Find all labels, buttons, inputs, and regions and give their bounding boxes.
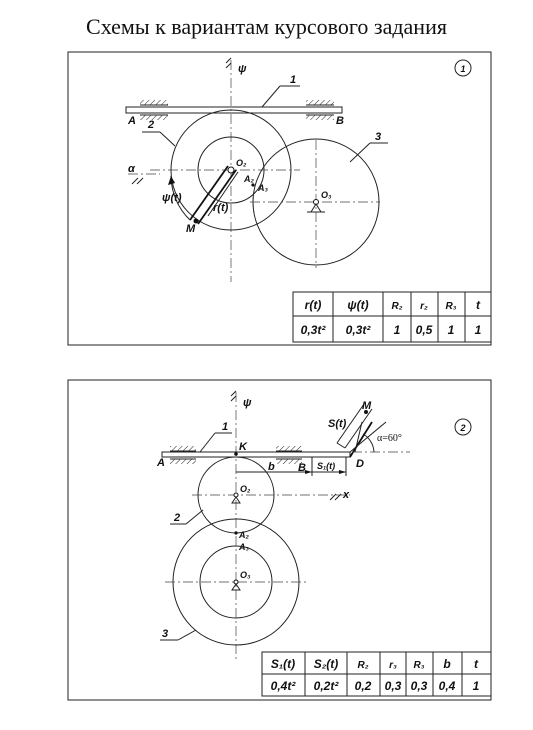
variant-1-number: 1 — [460, 64, 465, 74]
arm-slot-left — [189, 165, 229, 221]
table-1-header-3: r₂ — [420, 301, 428, 312]
point-a2-label: A₂ — [243, 174, 254, 184]
rod-ab — [125, 106, 343, 114]
point-b-label: B — [336, 115, 344, 127]
point-b-2-label: B — [298, 462, 306, 474]
rod-ad — [161, 451, 351, 458]
leader-1-label: 1 — [290, 74, 296, 86]
table-1-value-1: 0,3t² — [346, 323, 372, 337]
table-1-value-0: 0,3t² — [301, 323, 327, 337]
table-1-header-5: t — [476, 298, 481, 312]
table-2-header-1: S₂(t) — [314, 657, 339, 671]
point-m — [193, 218, 199, 224]
leader-3-label: 3 — [375, 131, 381, 143]
point-a3-label: A₃ — [257, 183, 268, 193]
s-t-label: S(t) — [328, 418, 347, 430]
table-1-value-5: 1 — [475, 323, 482, 337]
variant-1-table: r(t) ψ(t) R₂ r₂ R₃ t 0,3t² 0,3t² 1 0,5 1… — [292, 291, 492, 343]
r-t-label: r(t) — [213, 202, 229, 214]
variant-2-number: 2 — [459, 423, 465, 433]
center-o2-v2-label: O₂ — [240, 484, 251, 494]
variant-2-frame — [67, 379, 492, 701]
point-a2-v2-label: A₂ — [238, 530, 249, 540]
table-2-header-4: R₃ — [413, 660, 424, 671]
leader-2-v2-label: 2 — [173, 512, 180, 524]
psi-t-label: ψ(t) — [162, 192, 182, 204]
center-o2-label: O₂ — [236, 158, 247, 168]
axis-x-label: x — [342, 489, 350, 501]
leader-1-2-label: 1 — [222, 421, 228, 433]
wheel-3-v2-inner — [199, 545, 273, 619]
psi-axis-label: ψ — [238, 63, 247, 75]
point-m-label: M — [186, 223, 196, 235]
arm-slot-right — [197, 169, 237, 225]
variant-1-scheme: ψ A B 1 2 α O₂ M — [67, 51, 492, 346]
table-2-value-0: 0,4t² — [271, 679, 297, 693]
table-2-value-1: 0,2t² — [314, 679, 340, 693]
s1-t-label: S₁(t) — [317, 461, 335, 471]
table-1-value-2: 1 — [394, 323, 401, 337]
leader-2-label: 2 — [147, 119, 154, 131]
table-1-header-4: R₃ — [445, 301, 456, 312]
table-2-value-6: 1 — [473, 679, 480, 693]
table-2-value-5: 0,4 — [439, 679, 456, 693]
point-d-label: D — [356, 458, 364, 470]
dim-b-label: b — [268, 461, 275, 473]
center-o3-label: O₃ — [321, 190, 332, 200]
point-a-label: A — [127, 115, 136, 127]
psi-axis-2-label: ψ — [243, 397, 252, 409]
center-o3-v2-label: O₃ — [240, 570, 251, 580]
center-o2 — [227, 166, 235, 174]
table-2-value-4: 0,3 — [411, 679, 428, 693]
table-1-value-4: 1 — [448, 323, 455, 337]
table-1-header-1: ψ(t) — [347, 298, 368, 312]
table-2-header-0: S₁(t) — [271, 657, 295, 671]
table-1-header-0: r(t) — [305, 298, 322, 312]
variant-2-number-circle — [454, 418, 472, 436]
table-2-header-5: b — [443, 657, 450, 671]
table-2-value-2: 0,2 — [355, 679, 372, 693]
variant-1-number-circle — [454, 59, 472, 77]
point-m-2-label: M — [362, 400, 372, 412]
point-k-label: K — [239, 441, 248, 453]
leader-3-v2-label: 3 — [162, 628, 168, 640]
variant-2-table: S₁(t) S₂(t) R₂ r₃ R₃ b t 0,4t² 0,2t² 0,2… — [261, 651, 492, 697]
table-2-value-3: 0,3 — [385, 679, 402, 693]
table-2-header-2: R₂ — [357, 660, 368, 671]
table-2-header-6: t — [474, 657, 479, 671]
point-a-2-label: A — [156, 457, 165, 469]
table-1-header-2: R₂ — [391, 301, 402, 312]
table-1-value-3: 0,5 — [416, 323, 433, 337]
page-title: Схемы к вариантам курсового задания — [86, 14, 447, 39]
alpha-axis-label: α — [128, 163, 136, 175]
table-2-header-3: r₃ — [389, 660, 397, 671]
angle-label: α=60° — [377, 433, 402, 444]
variant-1-frame — [67, 51, 492, 346]
point-m-2 — [364, 410, 368, 414]
variant-2-scheme: ψ A K B 1 D M S(t) α=60° — [67, 379, 492, 701]
